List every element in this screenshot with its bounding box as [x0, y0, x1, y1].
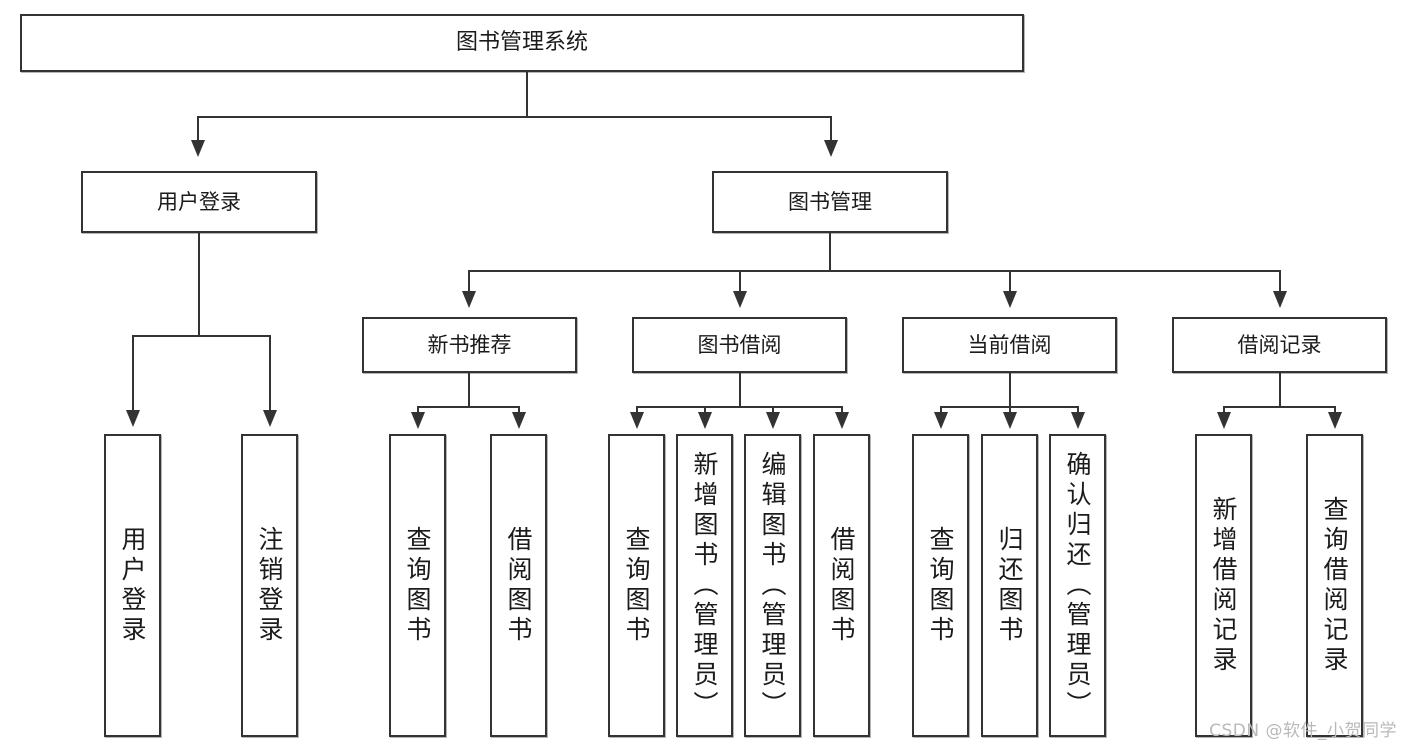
node-label: 确认归还（管理员）	[1063, 450, 1092, 721]
connector-book-borrow-branch-2	[704, 406, 706, 414]
node-label: 归还图书	[995, 525, 1024, 646]
node-label: 新增借阅记录	[1209, 495, 1238, 676]
node-new-book-recommend[interactable]: 新书推荐	[362, 317, 577, 373]
node-current-borrow[interactable]: 当前借阅	[902, 317, 1117, 373]
node-root-book-management-system[interactable]: 图书管理系统	[20, 14, 1024, 72]
connector-new-book-branch-1	[417, 406, 419, 414]
leaf-add-borrow-record[interactable]: 新增借阅记录	[1195, 434, 1252, 737]
node-label: 注销登录	[255, 525, 284, 646]
node-label: 新书推荐	[427, 332, 512, 357]
node-label: 用户登录	[157, 189, 241, 214]
connector-to-new-book	[468, 270, 470, 292]
connector-user-login-bus	[133, 335, 270, 337]
connector-current-borrow-branch-1	[940, 406, 942, 414]
connector-borrow-record-stem	[1279, 373, 1281, 407]
connector-current-borrow-branch-3	[1077, 406, 1079, 414]
leaf-return-book[interactable]: 归还图书	[981, 434, 1038, 737]
connector-to-user-login	[197, 116, 199, 141]
connector-user-login-stem	[198, 233, 200, 335]
arrow-current-borrow-leaf-3	[1071, 412, 1085, 429]
connector-borrow-record-bus	[1224, 406, 1335, 408]
node-label: 图书管理	[788, 189, 872, 214]
arrow-to-new-book	[462, 291, 476, 308]
node-label: 图书管理系统	[455, 30, 588, 56]
connector-user-login-branch-1	[132, 335, 134, 411]
arrow-to-user-login	[191, 140, 205, 157]
connector-book-borrow-branch-3	[772, 406, 774, 414]
connector-current-borrow-stem	[1009, 373, 1011, 407]
connector-level2-bus	[198, 116, 832, 118]
arrow-user-login-leaf-2	[263, 410, 277, 427]
connector-to-book-borrow	[739, 270, 741, 292]
connector-to-current-borrow	[1009, 270, 1011, 292]
connector-to-book-management	[830, 116, 832, 141]
arrow-borrow-record-leaf-1	[1217, 412, 1231, 429]
node-label: 图书借阅	[697, 332, 782, 357]
node-label: 查询图书	[926, 525, 955, 646]
arrow-book-borrow-leaf-1	[630, 412, 644, 429]
node-label: 借阅记录	[1237, 332, 1322, 357]
arrow-to-book-management	[824, 140, 838, 157]
arrow-user-login-leaf-1	[126, 410, 140, 427]
leaf-borrow-book[interactable]: 借阅图书	[813, 434, 870, 737]
arrow-new-book-leaf-2	[512, 412, 526, 429]
connector-new-book-bus	[418, 406, 519, 408]
arrow-new-book-leaf-1	[411, 412, 425, 429]
node-label: 新增图书（管理员）	[690, 450, 719, 721]
connector-to-borrow-record	[1279, 270, 1281, 292]
connector-book-borrow-branch-4	[841, 406, 843, 414]
node-book-management[interactable]: 图书管理	[712, 171, 948, 233]
connector-book-borrow-branch-1	[636, 406, 638, 414]
arrow-book-borrow-leaf-4	[835, 412, 849, 429]
node-label: 编辑图书（管理员）	[758, 450, 787, 721]
arrow-book-borrow-leaf-2	[698, 412, 712, 429]
node-borrow-record[interactable]: 借阅记录	[1172, 317, 1387, 373]
node-label: 借阅图书	[827, 525, 856, 646]
connector-borrow-record-branch-1	[1223, 406, 1225, 414]
arrow-book-borrow-leaf-3	[766, 412, 780, 429]
connector-user-login-branch-2	[269, 335, 271, 411]
connector-book-borrow-bus	[637, 406, 842, 408]
leaf-user-login[interactable]: 用户登录	[104, 434, 161, 737]
arrow-to-book-borrow	[733, 291, 747, 308]
leaf-edit-book-admin[interactable]: 编辑图书（管理员）	[744, 434, 801, 737]
leaf-query-book-current[interactable]: 查询图书	[912, 434, 969, 737]
connector-root-stem	[526, 72, 528, 116]
arrow-current-borrow-leaf-2	[1003, 412, 1017, 429]
connector-new-book-stem	[468, 373, 470, 407]
arrow-to-borrow-record	[1273, 291, 1287, 308]
node-user-login[interactable]: 用户登录	[81, 171, 317, 233]
connector-book-borrow-stem	[739, 373, 741, 407]
arrow-current-borrow-leaf-1	[934, 412, 948, 429]
arrow-borrow-record-leaf-2	[1328, 412, 1342, 429]
node-label: 查询图书	[403, 525, 432, 646]
leaf-logout[interactable]: 注销登录	[241, 434, 298, 737]
node-label: 当前借阅	[967, 332, 1052, 357]
leaf-add-book-admin[interactable]: 新增图书（管理员）	[676, 434, 733, 737]
leaf-borrow-book-new[interactable]: 借阅图书	[490, 434, 547, 737]
leaf-query-book-new[interactable]: 查询图书	[389, 434, 446, 737]
connector-current-borrow-branch-2	[1009, 406, 1011, 414]
node-label: 查询图书	[622, 525, 651, 646]
connector-level3-bus	[469, 270, 1281, 272]
arrow-to-current-borrow	[1003, 291, 1017, 308]
leaf-query-book-borrow[interactable]: 查询图书	[608, 434, 665, 737]
node-label: 查询借阅记录	[1320, 495, 1349, 676]
node-label: 用户登录	[118, 525, 147, 646]
connector-book-management-stem	[829, 233, 831, 271]
leaf-query-borrow-record[interactable]: 查询借阅记录	[1306, 434, 1363, 737]
node-label: 借阅图书	[504, 525, 533, 646]
connector-borrow-record-branch-2	[1334, 406, 1336, 414]
node-book-borrow[interactable]: 图书借阅	[632, 317, 847, 373]
leaf-confirm-return-admin[interactable]: 确认归还（管理员）	[1049, 434, 1106, 737]
connector-new-book-branch-2	[518, 406, 520, 414]
